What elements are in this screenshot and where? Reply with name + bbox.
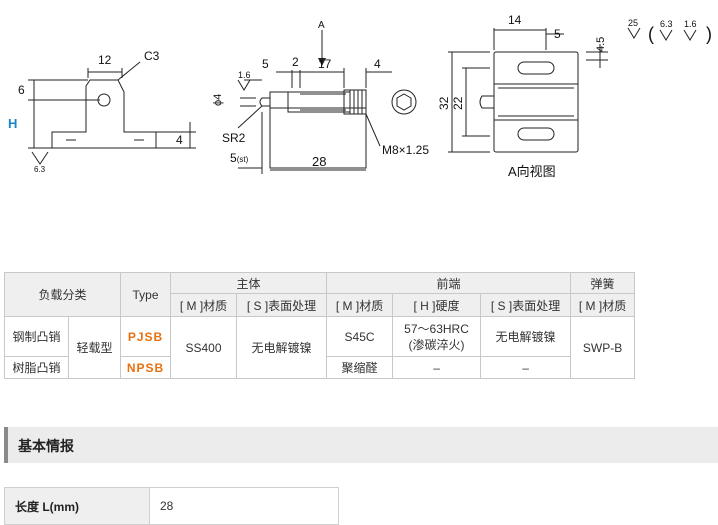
basic-info-table: 长度 L(mm) 28 (4, 487, 339, 525)
dim-22: 22 (451, 96, 465, 110)
front-end-header: 前端 (326, 272, 572, 294)
roughness-legend-open: ( (648, 24, 654, 44)
front-surface-header: [ S ]表面处理 (480, 293, 572, 317)
dim-32: 32 (437, 96, 451, 110)
plunger-side-view (237, 30, 392, 174)
dim-5-st: 5(st) (230, 151, 249, 165)
front-material-resin: 聚缩醛 (326, 356, 394, 379)
body-material-header: [ M ]材质 (170, 293, 238, 317)
load-category-header: 负载分类 (3, 272, 122, 317)
front-hardness-header: [ H ]硬度 (392, 293, 482, 317)
dim-5: 5 (262, 57, 269, 71)
roughness-legend-close: ) (706, 24, 712, 44)
bracket-side-view (28, 61, 196, 165)
hex-end-view (391, 89, 417, 115)
dim-width: 12 (98, 53, 112, 67)
type-code-npsb: NPSB (120, 356, 172, 379)
section-header-basic-info: 基本情报 (4, 427, 718, 463)
roughness-legend-r1: 6.3 (660, 19, 673, 29)
dim-17: 17 (318, 57, 332, 71)
body-surface-header: [ S ]表面处理 (236, 293, 328, 317)
front-hardness-steel: 57～63HRC (渗碳淬火) (392, 316, 482, 357)
front-hardness-resin: – (392, 356, 482, 379)
section-title: 基本情报 (18, 438, 74, 454)
dim-4-left: 4 (176, 133, 183, 147)
roughness-legend-r2: 1.6 (684, 19, 697, 29)
hardness-note: (渗碳淬火) (408, 337, 465, 352)
front-surface-resin: – (480, 356, 572, 379)
a-view-caption: A向视图 (508, 164, 556, 179)
dim-2: 2 (292, 55, 299, 69)
type-code-pjsb: PJSB (120, 316, 172, 357)
dim-4-mid: 4 (374, 57, 381, 71)
load-type-cell: 轻载型 (67, 316, 122, 379)
dim-6: 6 (18, 83, 25, 97)
roughness-legend-base: 25 (628, 18, 638, 28)
front-surface-steel: 无电解镀镍 (480, 316, 572, 357)
diameter-label: ϕ4 (212, 94, 224, 106)
front-material-header: [ M ]材质 (326, 293, 394, 317)
hardness-value: 57～63HRC (404, 321, 469, 336)
roughness-left: 6.3 (34, 165, 46, 174)
front-material-steel: S45C (326, 316, 394, 357)
dim-28: 28 (312, 154, 326, 169)
body-surface-cell: 无电解镀镍 (236, 316, 328, 379)
length-value: 28 (149, 487, 339, 525)
technical-drawing: 12 C3 6 H 4 6.3 A 5 2 17 4 ϕ4 1.6 SR2 5(… (8, 13, 712, 179)
row-name-steel: 钢制凸销 (4, 316, 69, 357)
body-material-cell: SS400 (170, 316, 238, 379)
row-name-resin: 树脂凸销 (4, 356, 69, 379)
chamfer-label: C3 (144, 49, 160, 63)
dim-4-5: 4.5 (595, 37, 607, 52)
a-direction-view (448, 28, 608, 153)
length-label: 长度 L(mm) (4, 487, 150, 525)
arrow-label-a: A (318, 20, 325, 31)
dim-H: H (8, 116, 17, 131)
dim-14: 14 (508, 13, 522, 27)
spring-material-cell: SWP-B (570, 316, 636, 379)
dim-5-right: 5 (554, 27, 561, 41)
sr-label: SR2 (222, 131, 246, 145)
roughness-mid: 1.6 (238, 70, 251, 80)
spring-material-header: [ M ]材质 (570, 293, 636, 317)
type-header: Type (120, 272, 172, 317)
spring-header: 弹簧 (570, 272, 636, 294)
thread-label: M8×1.25 (382, 143, 429, 157)
spec-table: 负载分类 Type 主体 前端 弹簧 [ M ]材质 [ S ]表面处理 [ M… (3, 272, 636, 379)
main-body-header: 主体 (170, 272, 328, 294)
